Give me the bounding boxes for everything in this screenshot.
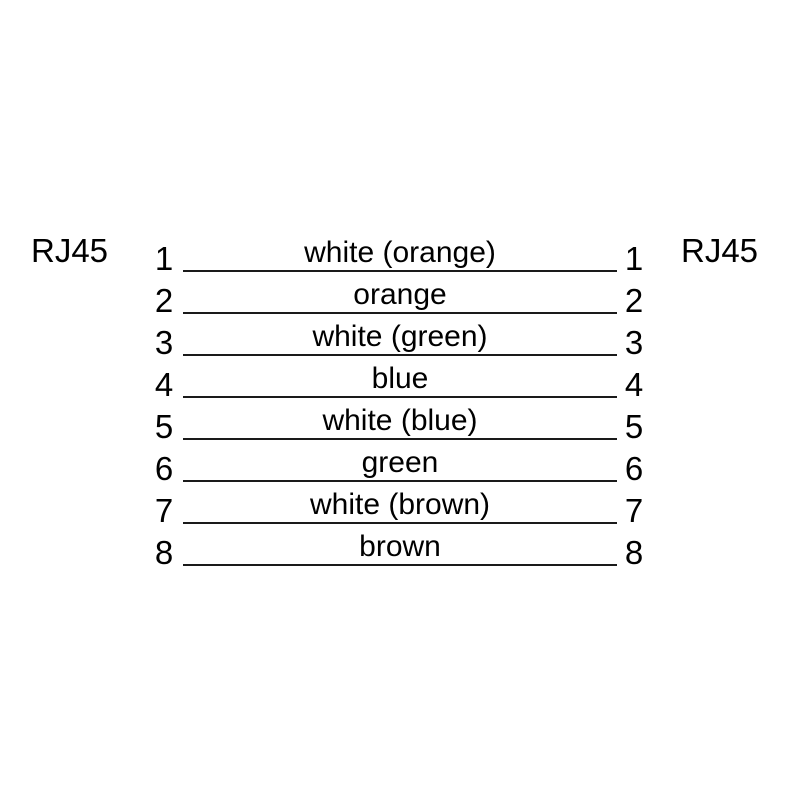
left-pin-number: 8 (154, 534, 174, 571)
right-pin-number: 8 (624, 534, 644, 571)
pin-row: white (brown) 7 7 (0, 489, 800, 564)
wire-line (183, 354, 617, 356)
right-pin-number: 3 (624, 324, 644, 361)
right-pin-number: 7 (624, 492, 644, 529)
left-pin-number: 1 (154, 240, 174, 277)
pin-row: blue 4 4 (0, 363, 800, 438)
wire-line (183, 312, 617, 314)
pin-row: white (green) 3 3 (0, 321, 800, 396)
left-connector-label: RJ45 (31, 232, 109, 269)
wire-line (183, 564, 617, 566)
left-pin-number: 4 (154, 366, 174, 403)
wire-line (183, 396, 617, 398)
wire-color-label: white (orange) (304, 236, 496, 269)
left-pin-number: 6 (154, 450, 174, 487)
wire-line (183, 480, 617, 482)
wire-color-label: blue (371, 362, 429, 395)
left-pin-number: 3 (154, 324, 174, 361)
pin-row: brown 8 8 (0, 531, 800, 606)
wire-line (183, 522, 617, 524)
wire-color-label: orange (353, 278, 447, 311)
pin-row: white (blue) 5 5 (0, 405, 800, 480)
wire-line (183, 438, 617, 440)
right-pin-number: 6 (624, 450, 644, 487)
wire-color-label: white (blue) (322, 404, 478, 437)
right-pin-number: 5 (624, 408, 644, 445)
left-pin-number: 5 (154, 408, 174, 445)
right-connector-label: RJ45 (681, 232, 759, 269)
left-pin-number: 2 (154, 282, 174, 319)
wire-line (183, 270, 617, 272)
wire-color-label: green (361, 446, 439, 479)
wire-color-label: brown (359, 530, 441, 563)
pin-row: green 6 6 (0, 447, 800, 522)
pin-row: white (orange) 1 1 (0, 237, 800, 312)
wire-color-label: white (brown) (309, 488, 491, 521)
right-pin-number: 2 (624, 282, 644, 319)
wire-color-label: white (green) (312, 320, 488, 353)
right-pin-number: 1 (624, 240, 644, 277)
pin-row: orange 2 2 (0, 279, 800, 354)
left-pin-number: 7 (154, 492, 174, 529)
right-pin-number: 4 (624, 366, 644, 403)
